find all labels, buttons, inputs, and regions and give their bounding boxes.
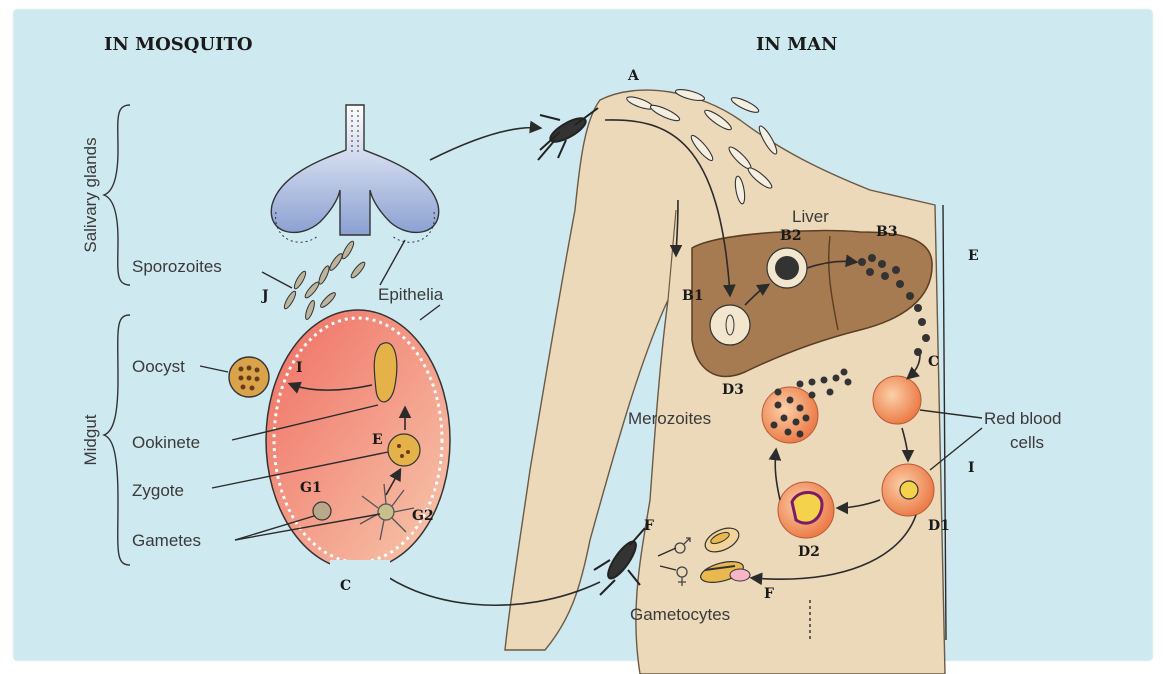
sporozoites-cluster (282, 240, 366, 321)
label-liver: Liver (792, 207, 829, 226)
stage-c-bottom: C (340, 578, 351, 594)
stage-g1: G1 (300, 480, 322, 496)
oocyst-cell (229, 357, 269, 397)
stage-c: C (928, 354, 939, 370)
stage-b1: B1 (682, 288, 704, 304)
label-red-blood: Red blood (984, 409, 1062, 428)
gamete-g1 (313, 502, 331, 520)
stage-g2: G2 (412, 508, 434, 524)
label-gametes: Gametes (132, 531, 201, 550)
label-oocyst: Oocyst (132, 357, 185, 376)
brackets (104, 105, 130, 565)
stage-j: J (260, 288, 269, 304)
stage-d2: D2 (798, 544, 820, 560)
stage-i-right: I (968, 460, 975, 476)
label-merozoites: Merozoites (628, 409, 711, 428)
zygote-cell (388, 434, 420, 466)
stage-f2: F (764, 586, 774, 602)
stage-i-mid: I (296, 360, 303, 376)
label-sporozoites: Sporozoites (132, 257, 222, 276)
stage-d1: D1 (928, 518, 950, 534)
stage-d3: D3 (722, 382, 744, 398)
label-epithelia: Epithelia (378, 285, 444, 304)
label-gametocytes: Gametocytes (630, 605, 730, 624)
stage-f1: F (644, 518, 654, 534)
stage-a: A (627, 68, 640, 84)
salivary-gland (271, 105, 438, 242)
label-salivary-glands: Salivary glands (81, 137, 100, 252)
stage-b3: B3 (876, 224, 898, 240)
title-mosquito: IN MOSQUITO (104, 34, 253, 55)
label-midgut: Midgut (81, 414, 100, 465)
stage-b2: B2 (780, 228, 802, 244)
title-man: IN MAN (756, 34, 837, 55)
stage-e-mid: E (372, 432, 383, 448)
label-zygote: Zygote (132, 481, 184, 500)
ookinete-cell (374, 343, 397, 402)
label-cells: cells (1010, 433, 1044, 452)
stage-e-right: E (968, 248, 979, 264)
label-ookinete: Ookinete (132, 433, 200, 452)
midgut (266, 310, 450, 580)
